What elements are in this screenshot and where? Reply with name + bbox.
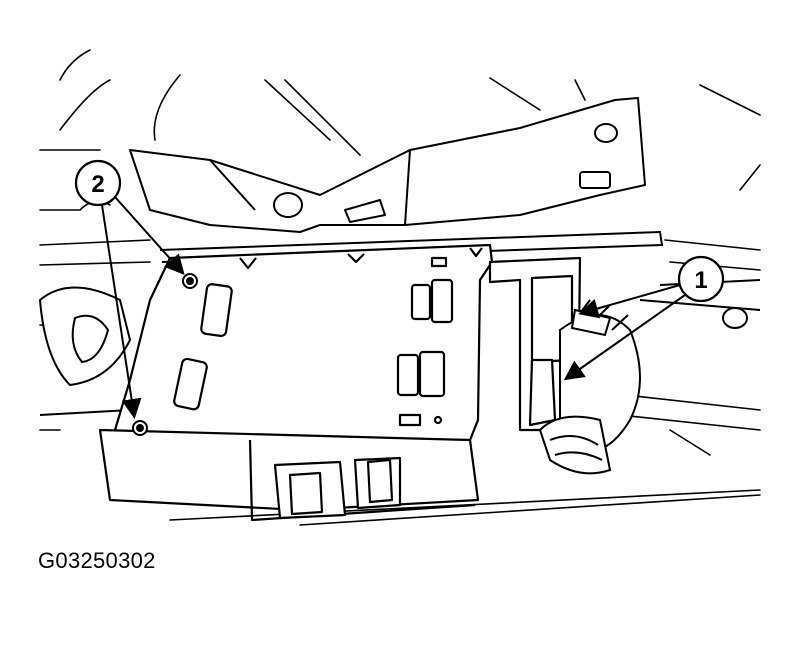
callout-2-label: 2 <box>91 171 104 198</box>
fasteners <box>132 273 198 436</box>
callout-1-label: 1 <box>694 267 707 294</box>
hinge-bracket <box>39 97 646 386</box>
callout-1: 1 <box>563 255 725 381</box>
callout-2: 2 <box>74 159 185 419</box>
module-plate <box>98 243 582 522</box>
figure-id-label: G03250302 <box>38 548 156 573</box>
